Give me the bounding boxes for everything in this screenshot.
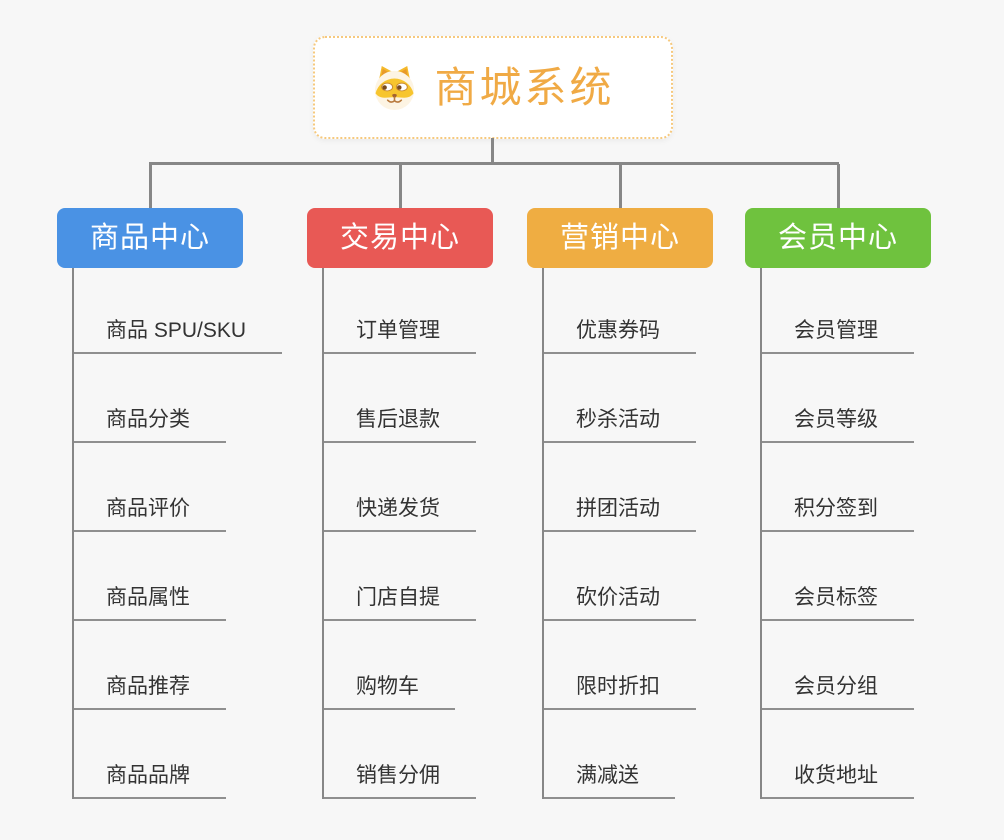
leaf-node[interactable]: 购物车	[324, 621, 455, 710]
dog-face-icon	[375, 65, 415, 111]
connector-root-stub	[491, 138, 494, 163]
leaf-node[interactable]: 优惠券码	[544, 268, 696, 354]
leaf-node[interactable]: 售后退款	[324, 354, 476, 443]
leaf-node[interactable]: 满减送	[544, 710, 675, 799]
branch-product-center: 商品中心 商品 SPU/SKU 商品分类 商品评价 商品属性 商品推荐 商品品牌	[57, 208, 307, 799]
leaf-node[interactable]: 销售分佣	[324, 710, 476, 799]
leaf-node[interactable]: 砍价活动	[544, 532, 696, 621]
leaf-node[interactable]: 会员标签	[762, 532, 914, 621]
branch-children: 商品 SPU/SKU 商品分类 商品评价 商品属性 商品推荐 商品品牌	[72, 268, 283, 799]
leaf-node[interactable]: 拼团活动	[544, 443, 696, 532]
leaf-node[interactable]: 订单管理	[324, 268, 476, 354]
leaf-node[interactable]: 收货地址	[762, 710, 914, 799]
leaf-node[interactable]: 会员管理	[762, 268, 914, 354]
leaf-node[interactable]: 商品品牌	[74, 710, 226, 799]
leaf-node[interactable]: 商品分类	[74, 354, 226, 443]
connector-drop-line	[149, 164, 152, 208]
leaf-node[interactable]: 商品推荐	[74, 621, 226, 710]
leaf-node[interactable]: 积分签到	[762, 443, 914, 532]
branch-children: 订单管理 售后退款 快递发货 门店自提 购物车 销售分佣	[322, 268, 476, 799]
leaf-node[interactable]: 快递发货	[324, 443, 476, 532]
root-node-title: 商城系统	[434, 63, 615, 111]
branch-member-center: 会员中心 会员管理 会员等级 积分签到 会员标签 会员分组 收货地址	[745, 208, 995, 799]
branch-node[interactable]: 商品中心	[57, 208, 243, 268]
branch-trade-center: 交易中心 订单管理 售后退款 快递发货 门店自提 购物车 销售分佣	[307, 208, 557, 799]
branch-node[interactable]: 营销中心	[527, 208, 713, 268]
branch-children: 会员管理 会员等级 积分签到 会员标签 会员分组 收货地址	[760, 268, 914, 799]
leaf-node[interactable]: 商品 SPU/SKU	[74, 268, 283, 354]
connector-drop-line	[399, 164, 402, 208]
leaf-node[interactable]: 商品属性	[74, 532, 226, 621]
leaf-node[interactable]: 秒杀活动	[544, 354, 696, 443]
connector-drop-line	[837, 164, 840, 208]
branch-node[interactable]: 会员中心	[745, 208, 931, 268]
connector-drop-line	[619, 164, 622, 208]
leaf-node[interactable]: 会员分组	[762, 621, 914, 710]
connector-bus-line	[149, 162, 839, 165]
branch-node[interactable]: 交易中心	[307, 208, 493, 268]
branch-marketing-center: 营销中心 优惠券码 秒杀活动 拼团活动 砍价活动 限时折扣 满减送	[527, 208, 777, 799]
root-node-mall-system[interactable]: 商城系统	[313, 36, 673, 139]
leaf-node[interactable]: 门店自提	[324, 532, 476, 621]
leaf-node[interactable]: 商品评价	[74, 443, 226, 532]
leaf-node[interactable]: 会员等级	[762, 354, 914, 443]
branch-children: 优惠券码 秒杀活动 拼团活动 砍价活动 限时折扣 满减送	[542, 268, 696, 799]
leaf-node[interactable]: 限时折扣	[544, 621, 696, 710]
